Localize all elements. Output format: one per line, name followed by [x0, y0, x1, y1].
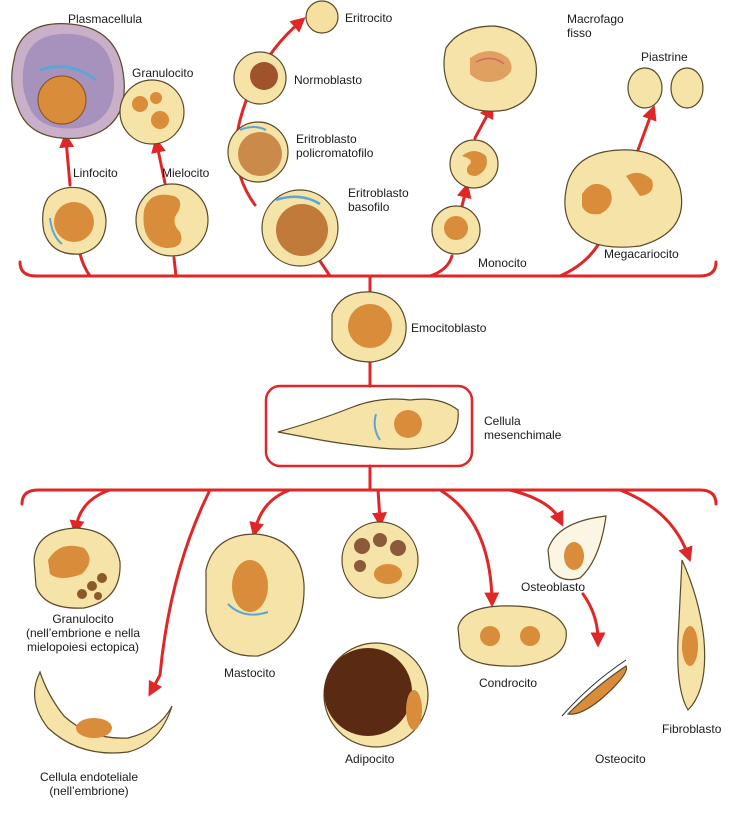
label-monocito: Monocito [478, 256, 527, 270]
label-linfocito: Linfocito [73, 166, 118, 180]
label-mielocito: Mielocito [162, 166, 210, 180]
top-to-mielocito [172, 256, 178, 278]
cell-emocitoblasto [331, 291, 407, 363]
label-adipocito: Adipocito [345, 752, 395, 766]
osteoblasto-to-osteocito [581, 592, 606, 648]
label-osteoblasto: Osteoblasto [521, 580, 586, 594]
cell-granulocito-bottom [33, 527, 121, 609]
label-megacariocito: Megacariocito [604, 247, 679, 261]
label-granulocito-bottom: Granulocito (nell’embrione e nella mielo… [25, 612, 141, 654]
monocito-to-mono2 [456, 182, 472, 208]
cell-endoteliale [33, 670, 173, 754]
label-eritrocito: Eritrocito [345, 11, 393, 25]
top-to-megacariocito [558, 243, 600, 278]
bottom-to-mastocito [249, 488, 292, 538]
cell-eritrocito [305, 0, 339, 34]
cell-osteoblasto [547, 515, 607, 581]
cell-adipocito [323, 642, 429, 748]
label-mastocito: Mastocito [224, 666, 276, 680]
label-mesenchimale: Cellula mesenchimale [484, 414, 562, 442]
cell-granulocito-top [119, 79, 185, 145]
cell-mesenchimale [277, 398, 459, 450]
bottom-to-adipocito [372, 488, 387, 528]
cell-mielocito [135, 183, 209, 257]
arrows [18, 17, 718, 697]
bottom-to-osteoblasto [508, 488, 564, 527]
cell-macrofago-fisso [443, 25, 538, 112]
bottom-branch-line [20, 488, 718, 506]
erythro-chain-line [234, 17, 306, 207]
cell-condrocito [457, 605, 567, 667]
label-granulocito-top: Granulocito [132, 66, 194, 80]
bottom-to-granulocito [69, 488, 112, 536]
cell-piastrine [627, 67, 704, 109]
cell-plasmacellula [11, 23, 125, 140]
bottom-to-endoteliale [148, 488, 212, 697]
cell-normoblasto [233, 51, 287, 105]
cell-linfocito [42, 186, 107, 255]
bottom-to-condrocito [438, 488, 500, 608]
megacariocito-to-piastrine [636, 104, 657, 152]
label-piastrine: Piastrine [641, 50, 688, 64]
label-eritroblasto-policromatofilo: Eritroblasto policromatofilo [296, 132, 374, 160]
label-osteocito: Osteocito [595, 752, 646, 766]
label-emocitoblasto: Emocitoblasto [411, 321, 487, 335]
cell-monocito [431, 205, 481, 255]
cell-eritroblasto-policromatofilo [227, 121, 289, 183]
cell-osteocito [561, 659, 628, 717]
bottom-to-fibroblasto [618, 488, 693, 563]
cell-adipocito-precursor [341, 521, 419, 599]
linfocito-to-plasmacellula [59, 132, 75, 187]
mesenchimale-box [264, 384, 474, 468]
cell-monocito-2 [449, 139, 499, 189]
cell-fibroblasto [677, 559, 706, 711]
mono2-to-macrofago [473, 103, 494, 140]
top-branch-line [18, 260, 718, 278]
mielocito-to-granulocito [151, 137, 167, 185]
cell-mastocito [205, 533, 305, 657]
label-plasmacellula: Plasmacellula [68, 12, 143, 26]
cell-eritroblasto-basofilo [261, 189, 339, 267]
top-to-monocito [428, 254, 454, 278]
label-endoteliale: Cellula endoteliale (nell’embrione) [39, 770, 139, 798]
label-condrocito: Condrocito [479, 676, 538, 690]
label-normoblasto: Normoblasto [294, 73, 363, 87]
label-macrofago: Macrofago fisso [567, 12, 624, 40]
label-fibroblasto: Fibroblasto [662, 722, 722, 736]
label-eritroblasto-basofilo: Eritroblasto basofilo [348, 186, 409, 214]
cell-megacariocito [564, 149, 683, 248]
